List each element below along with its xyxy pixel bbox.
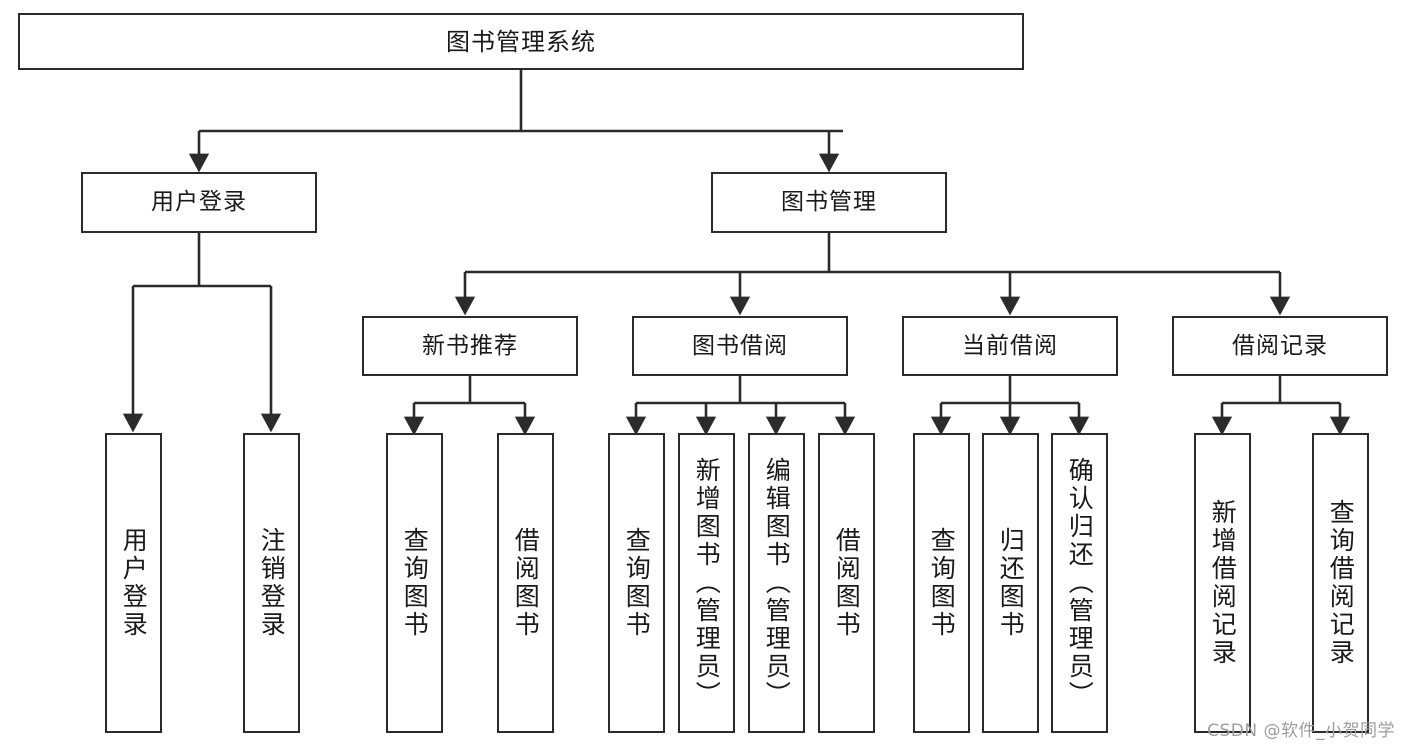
- watermark-text: CSDN @软件_小贺同学: [1207, 721, 1395, 741]
- node-label: 用户登录: [151, 189, 247, 215]
- leaf-query-borrow-record[interactable]: 查询借阅记录: [1312, 433, 1369, 733]
- leaf-user-login[interactable]: 用户登录: [105, 433, 162, 733]
- node-borrow-records[interactable]: 借阅记录: [1172, 316, 1388, 376]
- node-label: 新增借阅记录: [1208, 499, 1238, 667]
- node-book-management[interactable]: 图书管理: [711, 172, 947, 233]
- leaf-borrow-book[interactable]: 借阅图书: [818, 433, 875, 733]
- node-label: 注销登录: [257, 527, 287, 639]
- node-label: 图书管理: [781, 189, 877, 215]
- leaf-confirm-return-admin[interactable]: 确认归还（管理员）: [1051, 433, 1108, 733]
- node-book-borrow[interactable]: 图书借阅: [632, 316, 848, 376]
- leaf-logout[interactable]: 注销登录: [243, 433, 300, 733]
- node-label: 新书推荐: [422, 332, 518, 359]
- node-label: 查询图书: [927, 527, 957, 639]
- node-user-login[interactable]: 用户登录: [81, 172, 317, 233]
- leaf-query-book-current[interactable]: 查询图书: [913, 433, 970, 733]
- node-label: 图书管理系统: [446, 27, 596, 56]
- node-label: 当前借阅: [962, 332, 1058, 359]
- node-current-borrow[interactable]: 当前借阅: [902, 316, 1118, 376]
- leaf-add-book-admin[interactable]: 新增图书（管理员）: [678, 433, 735, 733]
- node-label: 确认归还（管理员）: [1065, 457, 1095, 709]
- leaf-add-borrow-record[interactable]: 新增借阅记录: [1194, 433, 1251, 733]
- leaf-edit-book-admin[interactable]: 编辑图书（管理员）: [748, 433, 805, 733]
- node-label: 借阅图书: [511, 527, 541, 639]
- node-label: 归还图书: [996, 527, 1026, 639]
- node-root-system[interactable]: 图书管理系统: [18, 13, 1024, 70]
- node-label: 借阅图书: [832, 527, 862, 639]
- node-label: 借阅记录: [1232, 332, 1328, 359]
- node-new-book-recommend[interactable]: 新书推荐: [362, 316, 578, 376]
- node-label: 查询图书: [400, 527, 430, 639]
- leaf-query-book-recommend[interactable]: 查询图书: [386, 433, 443, 733]
- node-label: 图书借阅: [692, 332, 788, 359]
- leaf-borrow-book-recommend[interactable]: 借阅图书: [497, 433, 554, 733]
- leaf-query-book-borrow[interactable]: 查询图书: [608, 433, 665, 733]
- node-label: 查询借阅记录: [1326, 499, 1356, 667]
- node-label: 用户登录: [119, 527, 149, 639]
- leaf-return-book[interactable]: 归还图书: [982, 433, 1039, 733]
- node-label: 编辑图书（管理员）: [762, 457, 792, 709]
- node-label: 查询图书: [622, 527, 652, 639]
- node-label: 新增图书（管理员）: [692, 457, 722, 709]
